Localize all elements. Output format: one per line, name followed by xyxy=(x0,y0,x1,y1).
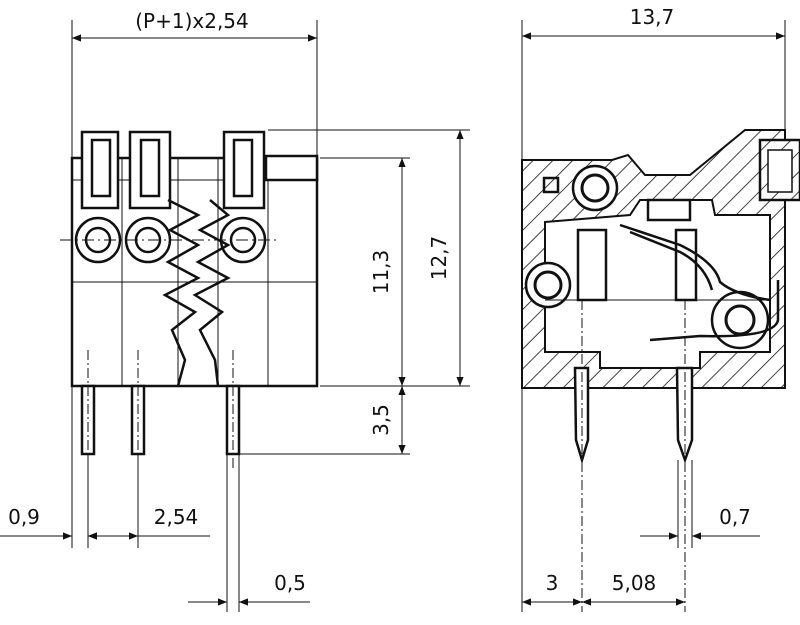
release-buttons xyxy=(80,130,266,210)
side-view xyxy=(521,129,800,612)
front-view xyxy=(60,130,319,470)
dim-3-5: 3,5 xyxy=(369,404,393,436)
dim-11-3: 11,3 xyxy=(369,250,393,295)
dim-5-08: 5,08 xyxy=(612,571,657,595)
dim-13-7: 13,7 xyxy=(630,5,675,29)
dim-2-54: 2,54 xyxy=(154,505,199,529)
side-pins xyxy=(573,300,694,612)
dim-3: 3 xyxy=(546,571,559,595)
dim-12-7: 12,7 xyxy=(427,236,451,281)
side-mechanism xyxy=(545,198,780,342)
front-holes xyxy=(60,216,280,264)
dim-0-5: 0,5 xyxy=(274,571,306,595)
side-dimensions: 13,7 0,7 3 5,08 xyxy=(521,5,786,612)
front-pins xyxy=(80,350,241,470)
dim-0-9: 0,9 xyxy=(8,505,40,529)
dim-pitch-formula: (P+1)x2,54 xyxy=(135,9,249,33)
front-dimensions: (P+1)x2,54 11,3 12,7 3,5 0,9 2,54 0,5 xyxy=(0,9,470,612)
break-lines xyxy=(162,198,231,387)
dim-0-7: 0,7 xyxy=(719,505,751,529)
